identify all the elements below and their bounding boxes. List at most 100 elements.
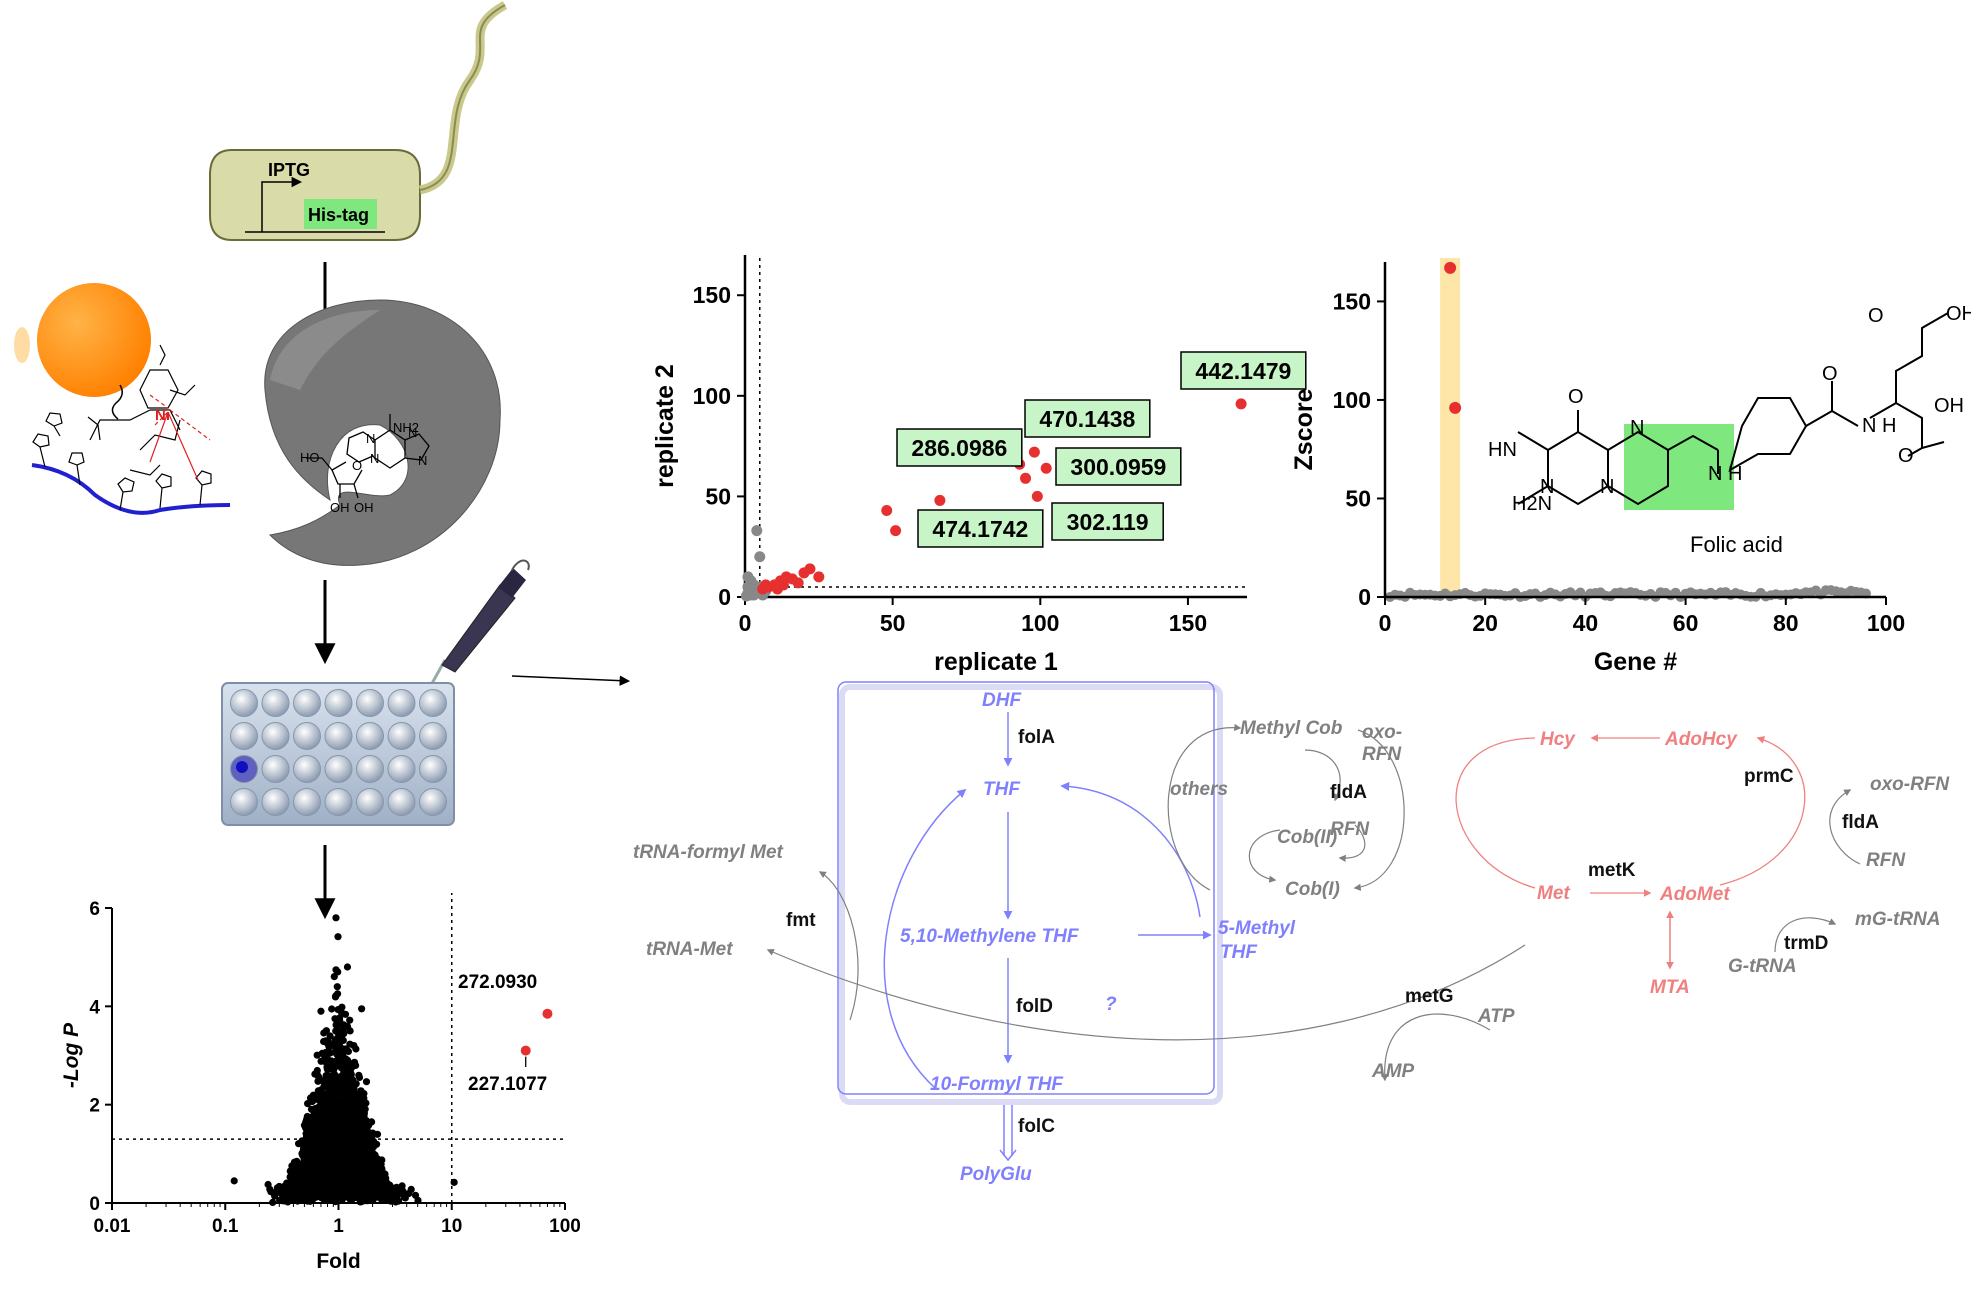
zscore-x-label: Gene #: [1594, 648, 1677, 676]
rep-y-tick-label: 150: [693, 282, 731, 308]
node-hcy: Hcy: [1540, 729, 1576, 750]
folate-pathway: DHF THF 5,10-Methylene THF 5-Methyl THF …: [633, 681, 1950, 1185]
node-g-trna: G-tRNA: [1728, 956, 1797, 977]
plate-well: [387, 755, 416, 783]
node-10formyl-thf: 10-Formyl THF: [930, 1074, 1064, 1095]
volcano-point: [352, 1061, 360, 1069]
enzyme-folc: folC: [1018, 1116, 1055, 1137]
node-rfn-right: RFN: [1866, 850, 1906, 871]
volcano-point: [342, 1152, 350, 1160]
zscore-y-tick-label: 50: [1345, 485, 1371, 511]
promoter-label: IPTG: [268, 160, 310, 180]
arrow-plate-to-plots: [511, 675, 631, 686]
rep-label-box: [1180, 351, 1307, 390]
volcano-point: [317, 1112, 325, 1120]
rep-label-text: 470.1438: [1039, 406, 1135, 432]
plate-well: [261, 722, 290, 750]
node-trna-formyl-met: tRNA-formyl Met: [633, 842, 784, 863]
rep-red-point: [813, 571, 825, 583]
volcano-y-tick-label: 6: [89, 899, 100, 920]
node-dhf: DHF: [982, 690, 1022, 711]
volcano-point: [334, 1006, 342, 1014]
rep-grey-point: [754, 551, 766, 563]
volcano-background-points: [230, 914, 458, 1206]
rep-label-box: [917, 509, 1044, 548]
protein-with-ligand: NH2 N N N N HO O OH OH: [264, 299, 501, 566]
volcano-point: [308, 1097, 316, 1106]
enzyme-flda-right: fldA: [1842, 812, 1879, 833]
rep-label-text: 300.0959: [1070, 454, 1166, 480]
zscore-y-tick-label: 150: [1333, 288, 1371, 314]
volcano-point: [230, 1177, 238, 1185]
well-plate: [221, 682, 455, 826]
node-cob1: Cob(I): [1285, 879, 1340, 900]
volcano-point: [344, 1159, 352, 1167]
volcano-point: [347, 1142, 355, 1150]
volcano-point: [298, 1184, 306, 1192]
volcano-point: [337, 1085, 345, 1093]
rep-y-label: replicate 2: [651, 364, 679, 488]
volcano-point: [343, 1093, 351, 1101]
volcano-point: [330, 1089, 338, 1097]
volcano-point: [317, 1194, 325, 1202]
rep-grey-point: [740, 590, 752, 602]
volcano-point: [350, 1079, 358, 1087]
rep-y-tick-label: 100: [693, 383, 731, 409]
plate-well: [261, 788, 290, 816]
volcano-point: [278, 1194, 286, 1202]
volcano-point: [337, 1124, 345, 1133]
volcano-point: [346, 1072, 354, 1080]
volcano-point: [343, 1084, 351, 1092]
volcano-x-tick-label: 0.1: [212, 1216, 239, 1237]
volcano-point: [365, 1171, 373, 1180]
volcano-point: [335, 1046, 343, 1054]
plate-well: [356, 689, 384, 717]
plate-well: [261, 689, 290, 717]
volcano-point: [299, 1139, 307, 1147]
volcano-point: [365, 1141, 373, 1149]
enzyme-fola: folA: [1018, 727, 1055, 748]
zscore-red-point: [1449, 401, 1462, 414]
volcano-point: [310, 1174, 318, 1182]
volcano-point: [304, 1168, 312, 1176]
rep-x-tick-label: 150: [1169, 610, 1207, 636]
enzyme-trmd: trmD: [1784, 933, 1828, 954]
volcano-point: [317, 1057, 325, 1065]
volcano-point: [341, 1186, 349, 1194]
folic-acid-highlight: [1624, 424, 1734, 510]
rep-grey-point: [751, 525, 763, 537]
volcano-x-tick-label: 10: [441, 1216, 462, 1237]
ligand-oh1: OH: [330, 500, 350, 515]
bacterium: IPTG His-tag: [209, 1, 508, 241]
ligand-n2: N: [418, 453, 427, 468]
node-methyl-cob: Methyl Cob: [1240, 718, 1343, 739]
volcano-point: [377, 1160, 385, 1168]
volcano-point: [350, 1107, 358, 1115]
volcano-point: [346, 1195, 354, 1203]
atom-n3: N: [1630, 417, 1644, 439]
zscore-red-point: [1444, 261, 1457, 274]
volcano-point: [368, 1134, 376, 1142]
volcano-point: [362, 1078, 371, 1086]
node-methylene-thf: 5,10-Methylene THF: [900, 926, 1080, 947]
volcano-x-label: Fold: [316, 1250, 360, 1273]
atom-nh-link: N H: [1708, 463, 1742, 485]
plate-well: [419, 788, 447, 816]
volcano-point: [323, 1048, 331, 1056]
volcano-point: [382, 1178, 391, 1186]
node-trna-met: tRNA-Met: [646, 939, 733, 960]
volcano-point: [346, 1016, 354, 1024]
volcano-point: [322, 1095, 330, 1103]
volcano-point: [360, 1188, 368, 1196]
volcano-point: [346, 1118, 354, 1126]
volcano-x-tick-label: 1: [333, 1216, 344, 1237]
volcano-point: [343, 963, 352, 971]
volcano-point: [340, 1114, 348, 1122]
node-met: Met: [1537, 883, 1570, 904]
atom-o-right: O: [1898, 445, 1914, 467]
rep-label-box: [1051, 502, 1164, 541]
volcano-point: [312, 1192, 320, 1200]
volcano-point: [354, 1129, 362, 1137]
atom-hn: HN: [1488, 439, 1517, 461]
